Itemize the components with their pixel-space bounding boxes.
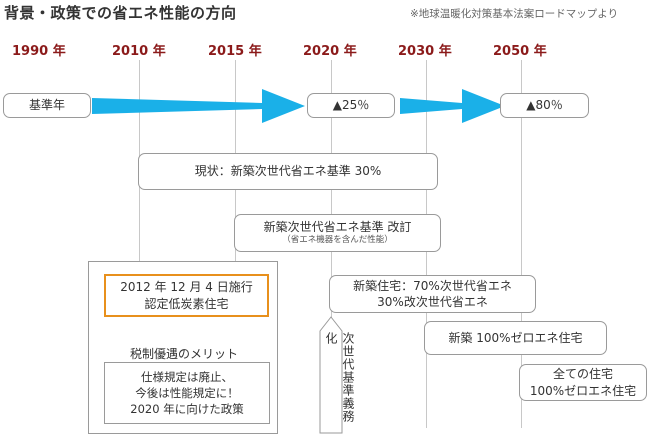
base-year-box: 基準年 (3, 93, 91, 118)
zero-energy-all-line2: 100%ゼロエネ住宅 (529, 383, 637, 398)
current-standard-label: 現状：新築次世代省エネ基準 30% (194, 164, 382, 179)
revision-box: 新築次世代省エネ基準 改訂 （省エネ機器を含んだ性能） (234, 214, 441, 252)
arrow-to-2020 (92, 89, 305, 123)
year-2050: 2050 年 (493, 44, 547, 59)
source-note: ※地球温暖化対策基本法案ロードマップより (410, 8, 619, 20)
target-2020-box: ▲25％ (307, 93, 395, 118)
certified-low-carbon-box: 2012 年 12 月 4 日施行 認定低炭素住宅 (104, 274, 269, 317)
enforcement-date: 2012 年 12 月 4 日施行 (120, 280, 253, 295)
mandate-label: 次世代基準義務化 (324, 332, 355, 423)
policy-line2: 今後は性能規定に！ (135, 385, 239, 400)
base-year-label: 基準年 (28, 98, 65, 113)
zero-energy-all-box: 全ての住宅 100%ゼロエネ住宅 (519, 364, 647, 401)
new-housing-box: 新築住宅：70%次世代省エネ 30%改次世代省エネ (329, 275, 536, 313)
zero-energy-all-line1: 全ての住宅 (552, 367, 613, 382)
year-2015: 2015 年 (208, 44, 262, 59)
policy-box: 仕様規定は廃止、 今後は性能規定に！ 2020 年に向けた政策 (104, 362, 270, 424)
policy-line3: 2020 年に向けた政策 (130, 402, 244, 417)
mandate-arrow (319, 316, 343, 434)
current-standard-box: 現状：新築次世代省エネ基準 30% (138, 153, 438, 190)
revision-label: 新築次世代省エネ基準 改訂 (263, 220, 412, 235)
arrow-to-2050 (400, 89, 505, 123)
gridline-2050 (521, 60, 522, 428)
tax-merit-label: 税制優遇のメリット (130, 347, 239, 361)
year-2010: 2010 年 (112, 44, 166, 59)
year-2030: 2030 年 (398, 44, 452, 59)
year-1990: 1990 年 (12, 44, 66, 59)
new-housing-line1: 新築住宅：70%次世代省エネ (353, 278, 512, 293)
target-2050-label: ▲80％ (526, 98, 563, 113)
target-2020-label: ▲25％ (332, 98, 370, 113)
target-2050-box: ▲80％ (500, 93, 589, 118)
page-title: 背景・政策での省エネ性能の方向 (4, 4, 237, 22)
certified-label: 認定低炭素住宅 (144, 296, 229, 311)
year-2020: 2020 年 (303, 44, 357, 59)
zero-energy-new-box: 新築 100%ゼロエネ住宅 (424, 321, 607, 355)
revision-sublabel: （省エネ機器を含んだ性能） (282, 235, 393, 246)
gridline-2010 (139, 60, 140, 428)
policy-line1: 仕様規定は廃止、 (141, 369, 233, 384)
new-housing-line2: 30%改次世代省エネ (377, 295, 488, 309)
zero-energy-new-label: 新築 100%ゼロエネ住宅 (448, 330, 583, 345)
